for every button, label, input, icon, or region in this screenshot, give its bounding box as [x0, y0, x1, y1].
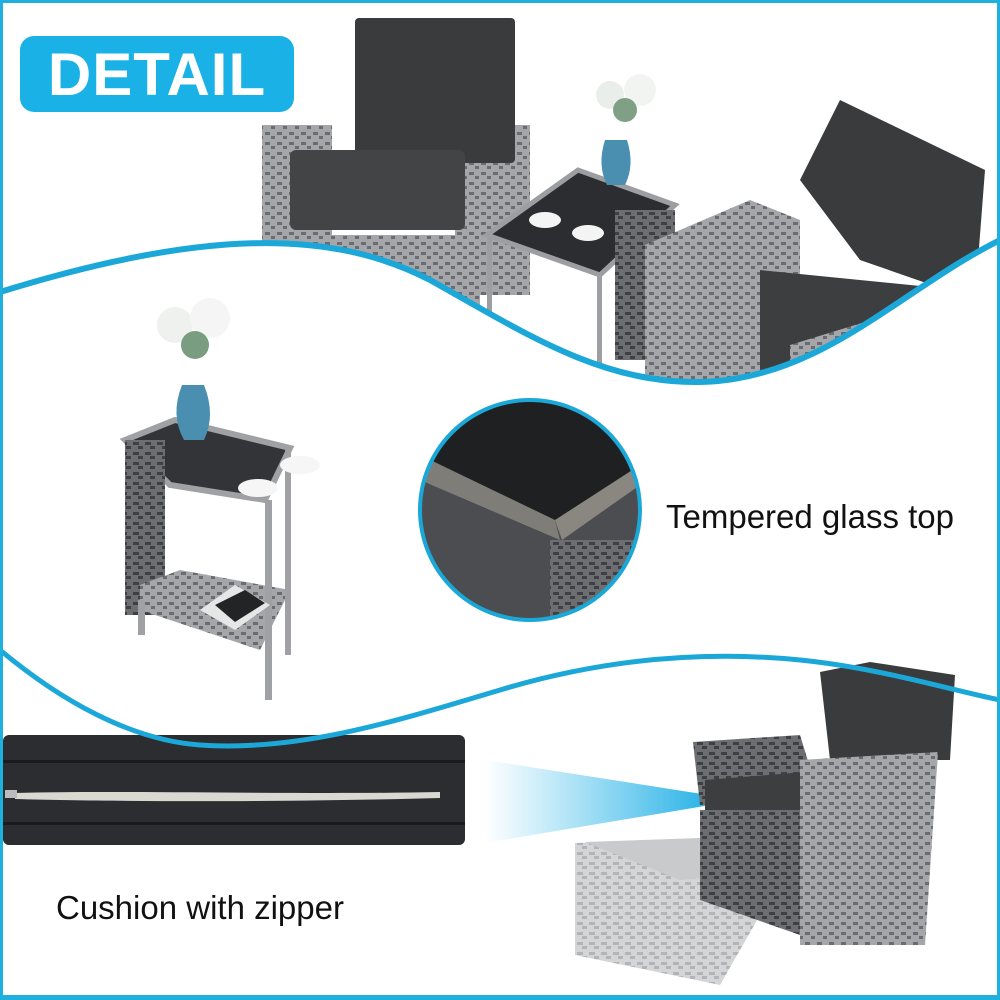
glass-top-inset-image [418, 398, 642, 622]
detail-badge-label: DETAIL [47, 40, 267, 108]
wave-divider-bottom [0, 648, 1000, 749]
highlight-beam [485, 760, 740, 843]
side-table-image [119, 298, 320, 700]
cushion-zipper-image [3, 735, 465, 845]
chair-ottoman-image [575, 662, 955, 985]
caption-tempered-glass: Tempered glass top [666, 498, 954, 535]
caption-cushion-zipper: Cushion with zipper [56, 889, 344, 926]
hero-set-image [262, 18, 985, 383]
detail-badge: DETAIL [20, 36, 294, 112]
wave-divider-top [0, 237, 1000, 386]
